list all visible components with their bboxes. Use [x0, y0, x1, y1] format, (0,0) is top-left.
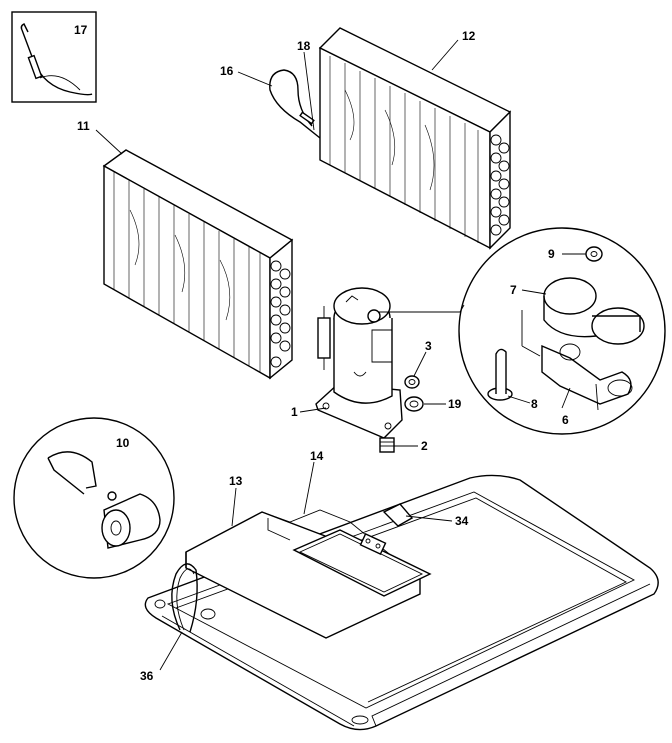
label-11: 11: [77, 119, 90, 133]
bracket-13: [185, 509, 432, 639]
part-labels: 17 18 12 16 11 9 7 8 6 3 1 19 2 10 14 13…: [74, 23, 569, 683]
coil-12: [318, 27, 512, 250]
compressor-1: [315, 287, 403, 439]
clamp-detail-circle: [13, 417, 175, 579]
terminal-detail-circle: [378, 227, 666, 435]
label-1: 1: [291, 405, 298, 419]
thermistor-16-18: [269, 69, 321, 139]
nut-2: [379, 437, 395, 453]
part-17-inset: [11, 11, 97, 103]
label-7: 7: [510, 283, 517, 297]
label-9: 9: [548, 247, 555, 261]
label-18: 18: [297, 39, 311, 53]
handle-36: [171, 563, 198, 633]
label-17: 17: [74, 23, 88, 37]
label-19: 19: [448, 397, 462, 411]
label-34: 34: [455, 514, 469, 528]
label-3: 3: [425, 339, 432, 353]
label-2: 2: [421, 439, 428, 453]
label-13: 13: [229, 474, 243, 488]
label-16: 16: [220, 64, 234, 78]
label-10: 10: [116, 436, 130, 450]
label-36: 36: [140, 669, 154, 683]
coil-11: [102, 149, 294, 380]
label-12: 12: [462, 29, 476, 43]
label-6: 6: [562, 413, 569, 427]
label-8: 8: [531, 397, 538, 411]
label-14: 14: [310, 449, 324, 463]
grommet-3: [404, 375, 420, 389]
leader-lines: [95, 39, 586, 671]
washer-19: [404, 396, 424, 412]
